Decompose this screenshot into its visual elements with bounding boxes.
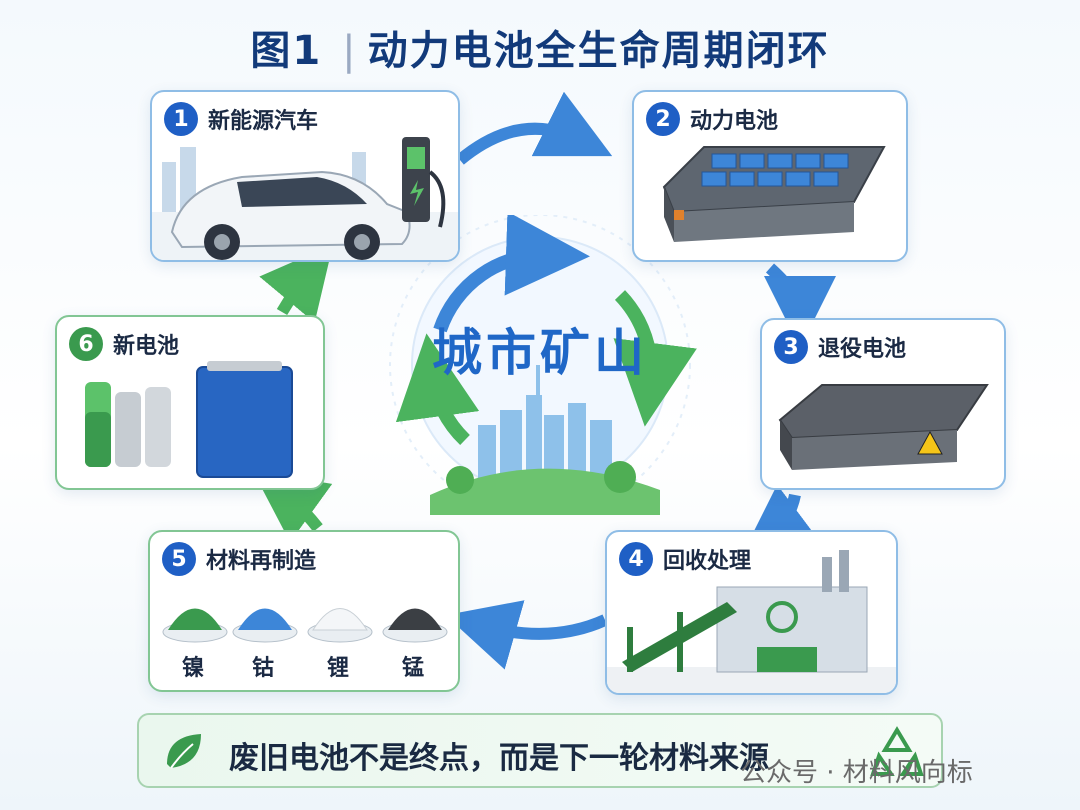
arrow-3-to-4: [741, 484, 821, 557]
arrow-4-to-5: [445, 600, 608, 670]
step-6-header: 6 新电池: [69, 327, 179, 361]
step-3-number: 3: [774, 330, 808, 364]
mineral-nickel: 镍: [182, 656, 205, 681]
arrow-2-to-3: [763, 263, 836, 348]
leaf-icon: [167, 734, 201, 769]
manganese-dish: [382, 608, 448, 643]
watermark: 公众号 · 材料风向标: [740, 758, 973, 788]
step-5-label: 材料再制造: [206, 549, 317, 574]
step-1-label: 新能源汽车: [208, 109, 319, 134]
page-title: 图1 |动力电池全生命周期闭环: [0, 18, 1080, 76]
center-title: 城市矿山: [432, 324, 648, 382]
step-4-header: 4 回收处理: [619, 542, 751, 576]
arrow-6-to-1: [259, 244, 334, 323]
new-battery-illustration: [85, 361, 293, 478]
arrow-1-to-2: [456, 91, 613, 165]
step-6-label: 新电池: [113, 334, 180, 359]
recycle-icon: [870, 726, 924, 776]
step-card-6: 6 新电池: [55, 315, 325, 490]
step-2-number: 2: [646, 102, 680, 136]
banner-text: 废旧电池不是终点，而是下一轮材料来源: [229, 741, 769, 776]
step-5-number: 5: [162, 542, 196, 576]
title-separator: |: [342, 28, 358, 74]
figure-number: 图1: [250, 28, 323, 74]
step-2-header: 2 动力电池: [646, 102, 778, 136]
battery-pack-illustration: [662, 146, 886, 242]
step-3-header: 3 退役电池: [774, 330, 906, 364]
step-6-number: 6: [69, 327, 103, 361]
mineral-lithium: 锂: [327, 656, 350, 681]
center-urban-mine: 城市矿山: [370, 211, 710, 519]
step-2-label: 动力电池: [690, 109, 779, 134]
mineral-manganese: 锰: [402, 656, 425, 681]
title-text: 动力电池全生命周期闭环: [367, 28, 830, 74]
cycle-ring-illustration: [389, 211, 697, 516]
cobalt-dish: [232, 608, 298, 643]
bottom-banner: 废旧电池不是终点，而是下一轮材料来源: [137, 713, 943, 788]
nickel-dish: [162, 608, 228, 643]
step-5-header: 5 材料再制造: [162, 542, 316, 576]
step-card-3: 3 退役电池: [760, 318, 1006, 490]
step-3-label: 退役电池: [818, 337, 907, 362]
recycling-plant-illustration: [607, 550, 896, 693]
step-1-number: 1: [164, 102, 198, 136]
arrow-5-to-6: [252, 470, 333, 543]
step-4-number: 4: [619, 542, 653, 576]
lithium-dish: [307, 608, 373, 643]
mineral-cobalt: 钴: [252, 656, 275, 681]
materials-illustration: [162, 608, 448, 643]
step-4-label: 回收处理: [663, 549, 752, 574]
retired-battery-illustration: [778, 384, 989, 470]
ev-car-illustration: [152, 137, 458, 260]
step-1-header: 1 新能源汽车: [164, 102, 318, 136]
step-card-2: 2 动力电池: [632, 90, 908, 262]
step-card-4: 4 回收处理: [605, 530, 898, 695]
step-card-5: 5 材料再制造: [148, 530, 460, 692]
step-card-1: 1 新能源汽车: [150, 90, 460, 262]
